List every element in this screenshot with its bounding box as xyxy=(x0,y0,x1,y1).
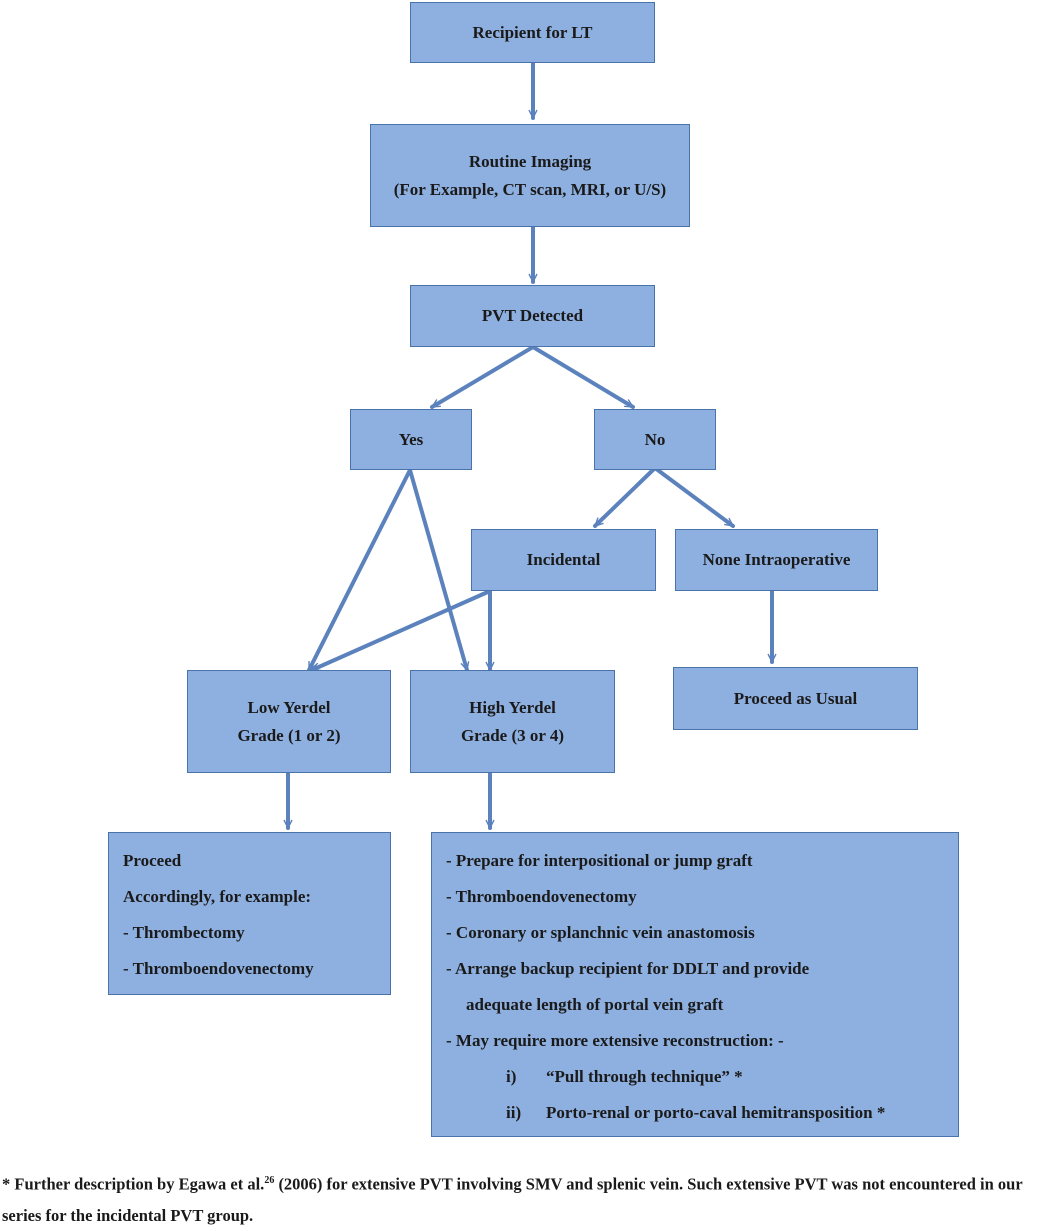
arrow-pvt-to-no xyxy=(531,345,635,409)
none-intraoperative-label: None Intraoperative xyxy=(702,550,851,570)
arrow-incidental-to-low xyxy=(310,589,492,672)
recipient-box: Recipient for LT xyxy=(410,2,655,63)
high-actions-item-continuation: adequate length of portal vein graft xyxy=(466,995,724,1014)
routine-imaging-box: Routine Imaging (For Example, CT scan, M… xyxy=(370,124,690,227)
high-actions-box: - Prepare for interpositional or jump gr… xyxy=(431,832,959,1137)
arrow-yes-to-high xyxy=(408,468,467,672)
footnote-reference: 26 xyxy=(264,1175,275,1186)
proceed-as-usual-label: Proceed as Usual xyxy=(733,688,858,708)
low-yerdel-line2: Grade (1 or 2) xyxy=(237,725,341,745)
no-box: No xyxy=(594,409,716,470)
incidental-box: Incidental xyxy=(471,529,656,591)
subitem-number: ii) xyxy=(506,1103,522,1122)
high-actions-subitem: i) “Pull through technique” * xyxy=(446,1059,944,1095)
low-actions-item: - Thromboendovenectomy xyxy=(123,959,314,978)
yes-label: Yes xyxy=(398,429,424,449)
high-actions-item: - May require more extensive reconstruct… xyxy=(446,1031,784,1050)
recipient-label: Recipient for LT xyxy=(472,22,593,42)
arrow-no-to-incidental xyxy=(593,466,657,528)
high-yerdel-line1: High Yerdel xyxy=(469,698,556,718)
low-actions-line1: Proceed xyxy=(123,851,182,870)
arrow-yes-to-low xyxy=(307,468,412,672)
footnote: * Further description by Egawa et al.26 … xyxy=(2,1165,1063,1231)
subitem-number: i) xyxy=(506,1067,517,1086)
high-yerdel-box: High Yerdel Grade (3 or 4) xyxy=(410,670,615,773)
low-actions-item: - Thrombectomy xyxy=(123,923,245,942)
pvt-detected-label: PVT Detected xyxy=(481,306,584,326)
proceed-as-usual-box: Proceed as Usual xyxy=(673,667,918,730)
high-actions-subitem: ii) Porto-renal or porto-caval hemitransp… xyxy=(446,1095,944,1131)
low-actions-line2: Accordingly, for example: xyxy=(123,887,312,906)
high-actions-item: - Arrange backup recipient for DDLT and … xyxy=(446,959,810,978)
high-yerdel-line2: Grade (3 or 4) xyxy=(460,725,565,745)
arrow-no-to-none xyxy=(653,466,735,528)
high-actions-item: - Prepare for interpositional or jump gr… xyxy=(446,851,753,870)
arrow-pvt-to-yes xyxy=(430,345,535,409)
low-yerdel-box: Low Yerdel Grade (1 or 2) xyxy=(187,670,391,773)
no-label: No xyxy=(644,429,666,449)
low-actions-box: Proceed Accordingly, for example: - Thro… xyxy=(108,832,391,995)
routine-imaging-subtitle: (For Example, CT scan, MRI, or U/S) xyxy=(393,179,667,199)
routine-imaging-title: Routine Imaging xyxy=(468,152,592,172)
none-intraoperative-box: None Intraoperative xyxy=(675,529,878,591)
subitem-text: Porto-renal or porto-caval hemitransposi… xyxy=(546,1103,886,1122)
yes-box: Yes xyxy=(350,409,472,470)
high-actions-item: - Thromboendovenectomy xyxy=(446,887,637,906)
high-actions-item: - Coronary or splanchnic vein anastomosi… xyxy=(446,923,755,942)
low-yerdel-line1: Low Yerdel xyxy=(247,698,331,718)
subitem-text: “Pull through technique” * xyxy=(546,1067,743,1086)
pvt-detected-box: PVT Detected xyxy=(410,285,655,347)
footnote-text: (2006) for extensive PVT involving SMV a… xyxy=(2,1174,1023,1225)
footnote-prefix: * Further description by Egawa et al. xyxy=(2,1174,265,1194)
incidental-label: Incidental xyxy=(526,550,601,570)
